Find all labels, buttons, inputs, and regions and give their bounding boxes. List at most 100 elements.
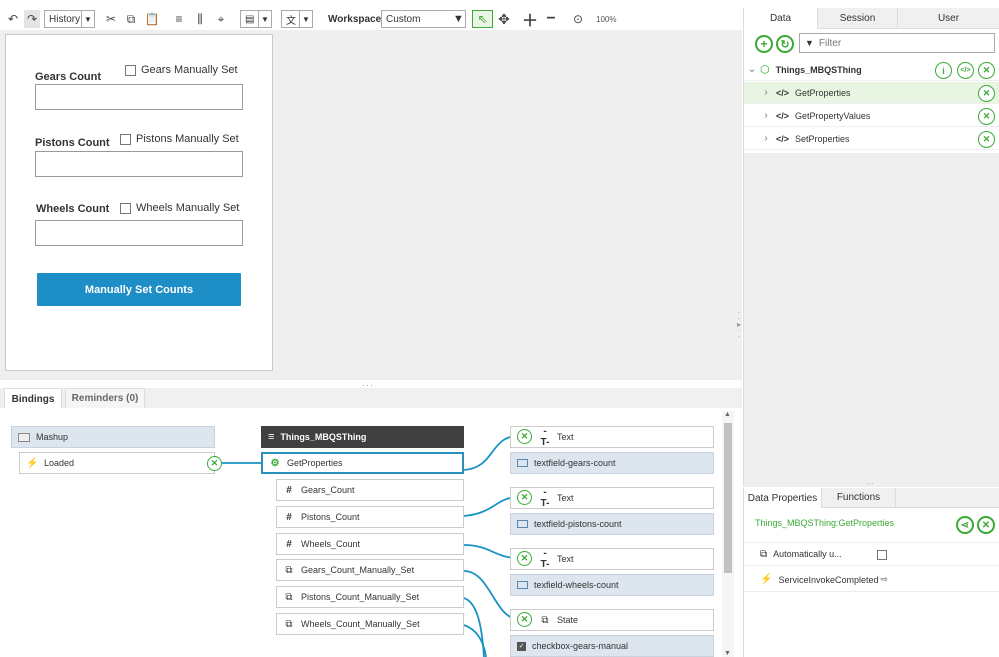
tree-service-getpropertyvalues[interactable]: › </> GetPropertyValues [744,105,999,127]
loaded-event-label: Loaded [44,458,75,468]
output-wheels-count[interactable]: # Wheels_Count [276,533,464,555]
add-data-icon[interactable]: + [755,35,773,53]
bindings-scrollbar[interactable]: ▲ ▼ [722,411,734,657]
pistons-count-input[interactable] [35,151,243,177]
target-gears-text[interactable]: -T- Text [510,426,714,448]
align-horizontal-icon[interactable]: ⫼ [197,11,203,26]
refresh-icon[interactable]: ↻ [776,35,794,53]
select-pointer-icon[interactable]: ⇖ [472,10,493,28]
history-dropdown[interactable]: History ▼ [44,10,95,28]
splitter-handle[interactable]: ··· [866,479,874,488]
tab-functions[interactable]: Functions [822,488,896,508]
remove-icon[interactable]: ✕ [978,108,995,125]
design-canvas: Gears Count Gears Manually Set Pistons C… [0,30,742,380]
scroll-up-icon[interactable]: ▲ [724,411,731,418]
chevron-right-icon: › [764,87,768,98]
remove-icon[interactable]: ✕ [977,516,995,534]
wheels-count-label: Wheels Count [36,203,110,215]
remove-binding-icon[interactable]: ✕ [517,551,532,566]
gears-count-input[interactable] [35,84,243,110]
paste-icon[interactable]: 📋 [144,12,160,26]
pistons-manual-checkbox[interactable]: Pistons Manually Set [120,133,239,145]
zoom-in-icon[interactable]: ＋ [522,13,539,30]
remove-binding-icon[interactable]: ✕ [207,456,222,471]
arrow-right-icon: ⇨ [880,574,889,584]
localize-dropdown[interactable]: 文 ▼ [281,10,313,28]
cut-icon[interactable]: ✂ [105,12,117,26]
checkbox-box[interactable] [120,133,131,145]
share-icon[interactable]: ⋖ [956,516,974,534]
redo-icon[interactable]: ↷ [24,10,40,28]
zoom-reset-icon[interactable]: ⊙ [572,12,584,26]
undo-icon[interactable]: ↶ [7,12,19,26]
checkbox-box[interactable] [125,64,136,76]
scrollbar-thumb[interactable] [724,423,732,573]
move-icon[interactable]: ✥ [498,10,510,27]
target-prop-label: Text [557,432,574,442]
tab-reminders[interactable]: Reminders (0) [65,388,145,409]
tree-thing-row[interactable]: ⌄ ⬡ Things_MBQSThing [744,59,999,81]
output-gears-count[interactable]: # Gears_Count [276,479,464,501]
workspace-dropdown[interactable]: Custom ▼ [381,10,466,28]
output-pistons-manual[interactable]: ⧉ Pistons_Count_Manually_Set [276,586,464,608]
code-icon[interactable]: </> [957,62,974,79]
target-pistons-text[interactable]: -T- Text [510,487,714,509]
service-code-icon: </> [776,133,790,144]
tab-data-properties[interactable]: Data Properties [744,488,822,508]
checkbox-box[interactable] [120,202,131,214]
filter-input[interactable]: ▼ Filter [799,33,995,53]
manually-set-counts-button[interactable]: Manually Set Counts [37,273,241,306]
boolean-icon: ⧉ [760,548,768,560]
widget-label: textfield-gears-count [534,458,616,468]
widget-textfield-pistons-count[interactable]: textfield-pistons-count [510,513,714,535]
target-gears-state[interactable]: ⧉ State [510,609,714,631]
splitter-handle[interactable]: ··· [362,380,374,390]
copy-icon[interactable]: ⧉ [126,11,136,26]
output-wheels-manual[interactable]: ⧉ Wheels_Count_Manually_Set [276,613,464,635]
target-icon[interactable]: ⌖ [217,11,225,26]
widget-checkbox-gears-manual[interactable]: ✓ checkbox-gears-manual [510,635,714,657]
widget-textfield-gears-count[interactable]: textfield-gears-count [510,452,714,474]
widget-textfield-wheels-count[interactable]: texfield-wheels-count [510,574,714,596]
mashup-icon [18,432,30,442]
boolean-icon: ⧉ [285,591,293,603]
tab-session[interactable]: Session [818,8,898,29]
remove-binding-icon[interactable]: ✕ [517,490,532,505]
tab-user[interactable]: User [898,8,999,29]
chevron-right-icon: › [764,133,768,144]
remove-binding-icon[interactable]: ✕ [517,612,532,627]
panel-resize-handle[interactable]: ··▸·· [736,308,741,341]
mashup-node[interactable]: Mashup [11,426,215,448]
remove-icon[interactable]: ✕ [978,62,995,79]
tab-data[interactable]: Data [744,8,818,29]
remove-binding-icon[interactable]: ✕ [517,429,532,444]
wheels-count-input[interactable] [35,220,243,246]
target-prop-label: State [557,615,579,625]
output-gears-manual[interactable]: ⧉ Gears_Count_Manually_Set [276,559,464,581]
tree-service-setproperties[interactable]: › </> SetProperties [744,128,999,150]
thing-node-label: Things_MBQSThing [280,432,367,442]
zoom-out-icon[interactable]: − [546,10,556,27]
align-vertical-icon[interactable]: ≡ [175,12,183,26]
auto-update-checkbox[interactable] [877,550,887,563]
lightning-icon: ⚡ [26,457,39,469]
target-wheels-text[interactable]: -T- Text [510,548,714,570]
remove-icon[interactable]: ✕ [978,131,995,148]
layout-dropdown[interactable]: ▤ ▼ [240,10,272,28]
event-service-invoke-completed[interactable]: ⚡ ServiceInvokeCompleted ⇨ [744,568,999,592]
thing-icon: ⬡ [760,64,770,76]
wheels-manual-checkbox[interactable]: Wheels Manually Set [120,202,239,214]
tree-service-getproperties[interactable]: › </> GetProperties [744,82,999,104]
number-icon: # [286,538,292,550]
output-pistons-count[interactable]: # Pistons_Count [276,506,464,528]
loaded-event-node[interactable]: ⚡ Loaded [19,452,215,474]
thing-node[interactable]: ≡ Things_MBQSThing [261,426,464,448]
widget-label: checkbox-gears-manual [532,641,629,651]
info-icon[interactable]: i [935,62,952,79]
scroll-down-icon[interactable]: ▼ [724,650,731,657]
property-automatically-update[interactable]: ⧉ Automatically u... [744,542,999,566]
gears-manual-checkbox[interactable]: Gears Manually Set [125,64,238,76]
getproperties-service-node[interactable]: ⚙ GetProperties [261,452,464,474]
tab-bindings[interactable]: Bindings [4,388,62,409]
remove-icon[interactable]: ✕ [978,85,995,102]
